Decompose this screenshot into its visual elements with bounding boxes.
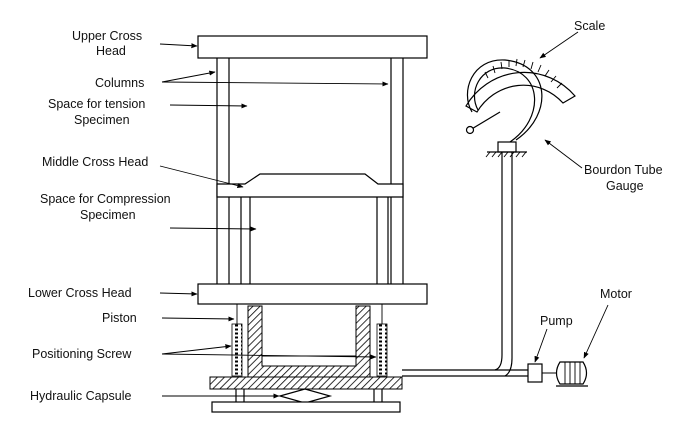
label-upper-cross-head-line1: Upper Cross <box>72 29 142 43</box>
label-lower-cross-head: Lower Cross Head <box>28 286 132 300</box>
hydraulic-capsule-shape <box>235 388 383 404</box>
label-columns: Columns <box>95 76 144 90</box>
bourdon-gauge <box>465 58 576 158</box>
label-bourdon-line2: Gauge <box>606 179 644 193</box>
bottom-plate <box>211 401 401 413</box>
pump-shape <box>527 363 543 383</box>
oil-pipe <box>402 152 528 377</box>
leader-arrows <box>159 31 609 399</box>
label-compression-space-line2: Specimen <box>80 208 136 222</box>
machine-frame <box>197 35 428 413</box>
label-scale: Scale <box>574 19 605 33</box>
label-tension-space-line2: Specimen <box>74 113 130 127</box>
positioning-screw-right <box>376 323 388 377</box>
label-piston: Piston <box>102 311 137 325</box>
middle-cross-head <box>216 173 404 198</box>
label-middle-cross-head: Middle Cross Head <box>42 155 148 169</box>
label-compression-space-line1: Space for Compression <box>40 192 171 206</box>
piston <box>247 305 371 378</box>
label-upper-cross-head-line2: Head <box>96 44 126 58</box>
label-positioning-screw: Positioning Screw <box>32 347 132 361</box>
label-tension-space-line1: Space for tension <box>48 97 145 111</box>
label-pump: Pump <box>540 314 573 328</box>
scale-ticks <box>484 58 563 89</box>
label-motor: Motor <box>600 287 632 301</box>
positioning-screw-left <box>231 323 243 377</box>
lower-cross-head <box>197 283 428 305</box>
labels: Upper Cross Head Columns Space for tensi… <box>28 19 663 403</box>
label-bourdon-line1: Bourdon Tube <box>584 163 663 177</box>
label-hydraulic-capsule: Hydraulic Capsule <box>30 389 131 403</box>
base-plate <box>209 376 403 390</box>
upper-cross-head <box>197 35 428 59</box>
columns-shape <box>216 58 404 284</box>
scale-arc <box>465 71 576 113</box>
motor-shape <box>555 361 588 387</box>
compression-rods <box>240 197 389 284</box>
